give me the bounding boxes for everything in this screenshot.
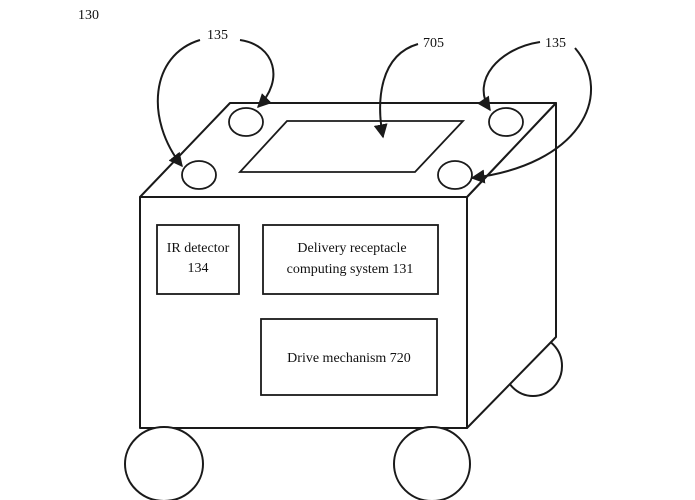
display-panel xyxy=(237,120,466,173)
computing-system-box xyxy=(262,224,439,295)
ref-sensor-right: 135 xyxy=(545,36,566,51)
ir-detector-number: 134 xyxy=(188,261,209,276)
drive-mechanism-label: Drive mechanism 720 xyxy=(287,351,411,366)
sensor-front-left xyxy=(181,160,217,190)
sensor-back-left xyxy=(228,107,264,137)
front-right-wheel xyxy=(393,426,471,500)
sensor-back-right xyxy=(488,107,524,137)
leader-arrow-display xyxy=(373,43,419,139)
computing-system-label: Delivery receptacle xyxy=(297,241,406,256)
sensor-front-right xyxy=(437,160,473,190)
leader-arrow-front-left-sensor xyxy=(156,39,201,168)
ir-detector-box xyxy=(156,224,240,295)
figure-number: 130 xyxy=(78,8,99,23)
ir-detector-label: IR detector xyxy=(167,241,230,256)
ref-display: 705 xyxy=(423,36,444,51)
leader-arrow-back-left-sensor xyxy=(239,39,275,108)
front-left-wheel xyxy=(124,426,204,500)
drive-mechanism-box xyxy=(260,318,438,396)
leader-arrow-back-right-sensor xyxy=(477,41,541,112)
computing-system-number: computing system 131 xyxy=(287,262,414,277)
ref-sensor-left: 135 xyxy=(207,28,228,43)
leader-arrow-front-right-sensor xyxy=(470,47,592,184)
